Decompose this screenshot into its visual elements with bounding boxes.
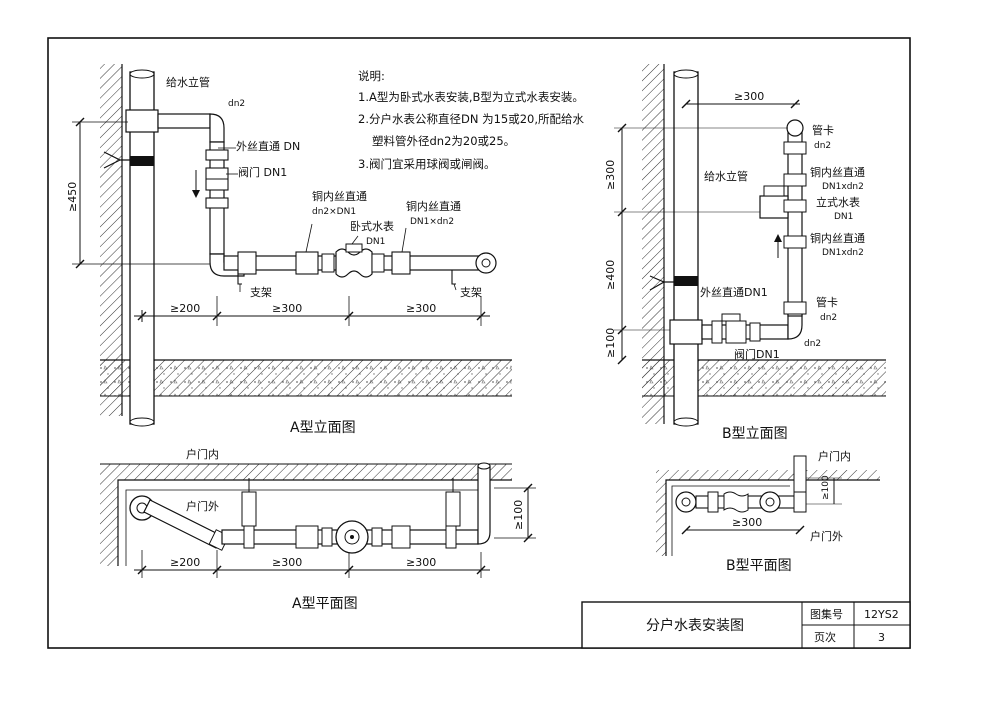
a-union-label: 外丝直通 DN bbox=[236, 139, 300, 153]
notes-heading: 说明: bbox=[358, 69, 385, 83]
b-clamp1-label: 管卡 bbox=[812, 123, 834, 137]
a-dim-3: ≥300 bbox=[406, 302, 436, 315]
b-plan-title: B型平面图 bbox=[726, 558, 792, 574]
a-bracket2-label: 支架 bbox=[460, 286, 482, 299]
b-plan-meter bbox=[759, 491, 781, 513]
b-elev-title: B型立面图 bbox=[722, 426, 788, 442]
atlas-number: 12YS2 bbox=[864, 608, 899, 621]
a-copper1-label: 铜内丝直通 bbox=[312, 189, 367, 203]
a-plan-view: 户门内 户门外 ≥100 ≥200 ≥300 ≥300 A型平面图 bbox=[100, 447, 536, 612]
a-elev-title: A型立面图 bbox=[290, 420, 356, 436]
b-plan-wall bbox=[656, 470, 880, 556]
title-block: 分户水表安装图 图集号 12YS2 页次 3 bbox=[581, 601, 911, 649]
b-copper2-label: 铜内丝直通 bbox=[810, 231, 865, 245]
page-label: 页次 bbox=[814, 630, 836, 644]
b-plan-dim-side: ≥100 bbox=[821, 475, 831, 500]
b-plan-outside: 户门外 bbox=[810, 529, 843, 543]
drawing-title: 分户水表安装图 bbox=[646, 617, 744, 634]
b-copper2-spec: DN1xdn2 bbox=[822, 248, 864, 258]
a-elevation-view: 给水立管 dn2 外丝直通 DN 阀门 DN1 铜内丝直通 dn2×DN1 卧式… bbox=[66, 64, 512, 436]
b-clamp2-label: 管卡 bbox=[816, 295, 838, 309]
b-plan-view: 户门内 ≥100 ≥300 户门外 B型平面图 bbox=[656, 449, 880, 574]
b-meter-label: 立式水表 bbox=[816, 195, 860, 209]
wall-hatch bbox=[100, 64, 122, 416]
outer-frame bbox=[47, 37, 911, 649]
a-plan-dim-side: ≥100 bbox=[512, 500, 525, 530]
a-plan-dim-2: ≥300 bbox=[272, 556, 302, 569]
a-copper2-label: 铜内丝直通 bbox=[406, 199, 461, 213]
a-bracket1-label: 支架 bbox=[250, 286, 272, 299]
b-clamp1-spec: dn2 bbox=[814, 141, 831, 151]
b-riser-pipe bbox=[673, 71, 699, 425]
b-dim-top: ≥300 bbox=[734, 90, 764, 103]
a-riser-label: 给水立管 bbox=[166, 75, 210, 89]
a-copper1-spec: dn2×DN1 bbox=[312, 207, 356, 217]
a-meter-spec: DN1 bbox=[366, 237, 385, 247]
atlas-label: 图集号 bbox=[810, 607, 843, 621]
b-valve-label: 阀门DN1 bbox=[734, 347, 780, 361]
b-dim-v2: ≥400 bbox=[604, 260, 617, 290]
b-elevation-view: ≥300 管卡 dn2 铜内丝直通 DN1xdn2 立式水表 DN1 铜内丝直通… bbox=[604, 64, 886, 442]
b-meter-spec: DN1 bbox=[834, 212, 853, 222]
a-plan-title: A型平面图 bbox=[292, 596, 358, 612]
page-number: 3 bbox=[878, 631, 885, 644]
a-plan-dim-1: ≥200 bbox=[170, 556, 200, 569]
a-dn2-label: dn2 bbox=[228, 99, 245, 109]
a-meter-label: 卧式水表 bbox=[350, 219, 394, 233]
note-2: 2.分户水表公称直径DN 为15或20,所配给水 bbox=[358, 112, 585, 126]
b-dn2-label: dn2 bbox=[804, 339, 821, 349]
b-plan-dim-h: ≥300 bbox=[732, 516, 762, 529]
a-copper2-spec: DN1×dn2 bbox=[410, 217, 454, 227]
b-plan-inside: 户门内 bbox=[818, 449, 851, 463]
a-valve-label: 阀门 DN1 bbox=[238, 165, 287, 179]
b-clamp2-spec: dn2 bbox=[820, 313, 837, 323]
a-dim-2: ≥300 bbox=[272, 302, 302, 315]
notes-block: 说明: 1.A型为卧式水表安装,B型为立式水表安装。 2.分户水表公称直径DN … bbox=[358, 69, 585, 171]
a-dim-height: ≥450 bbox=[66, 182, 79, 212]
b-copper1-label: 铜内丝直通 bbox=[810, 165, 865, 179]
b-dim-v1: ≥300 bbox=[604, 160, 617, 190]
a-plan-dim-3: ≥300 bbox=[406, 556, 436, 569]
a-plan-outside: 户门外 bbox=[186, 499, 219, 513]
note-2b: 塑料管外径dn2为20或25。 bbox=[372, 134, 515, 148]
a-dim-1: ≥200 bbox=[170, 302, 200, 315]
b-union-label: 外丝直通DN1 bbox=[700, 285, 768, 299]
a-plan-wall bbox=[100, 464, 512, 566]
b-wall-hatch bbox=[642, 64, 664, 424]
b-copper1-spec: DN1xdn2 bbox=[822, 182, 864, 192]
horizontal-meter bbox=[335, 248, 373, 278]
b-dim-v3: ≥100 bbox=[604, 328, 617, 358]
note-1: 1.A型为卧式水表安装,B型为立式水表安装。 bbox=[358, 90, 584, 104]
note-3: 3.阀门宜采用球阀或闸阀。 bbox=[358, 157, 495, 171]
b-riser-label: 给水立管 bbox=[704, 169, 748, 183]
a-plan-inside: 户门内 bbox=[186, 447, 219, 461]
